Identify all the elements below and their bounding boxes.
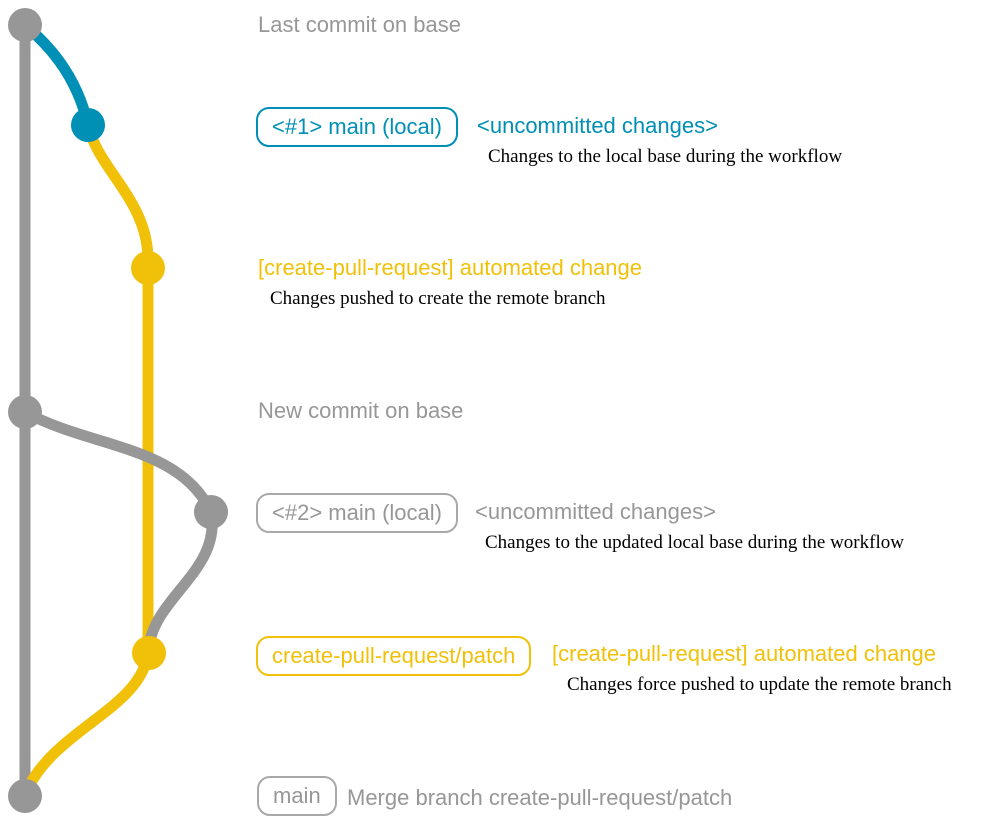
branch-line-main-local-1 <box>19 19 94 131</box>
annotation-note-automated-1: Changes pushed to create the remote bran… <box>270 288 606 309</box>
commit-dot-main-local-1 <box>71 108 105 142</box>
commit-message-uncommitted-1: <uncommitted changes> <box>477 113 718 138</box>
branch-line-main-local-2 <box>19 406 217 518</box>
commit-dot-patch-2 <box>132 636 166 670</box>
annotation-note-uncommitted-1: Changes to the local base during the wor… <box>488 146 843 167</box>
annotation-note-automated-2: Changes force pushed to update the remot… <box>567 674 952 695</box>
commit-dot-patch-1 <box>131 251 165 285</box>
branch-label-patch: create-pull-request/patch <box>256 636 532 676</box>
commit-message-automated-2: [create-pull-request] automated change <box>552 641 937 666</box>
commit-message-uncommitted-2: <uncommitted changes> <box>475 499 716 524</box>
commit-message-last-base: Last commit on base <box>258 12 461 37</box>
commit-dot-main-local-2 <box>194 495 228 529</box>
commit-message-automated-1: [create-pull-request] automated change <box>258 255 643 280</box>
commit-message-merge: Merge branch create-pull-request/patch <box>347 785 733 810</box>
branch-label-main-local-1: <#1> main (local) <box>256 107 458 147</box>
commit-message-new-base: New commit on base <box>258 398 464 423</box>
git-graph <box>8 8 228 813</box>
branch-line-merge <box>22 647 154 794</box>
commit-dot-new-base <box>8 395 42 429</box>
branch-line-patch <box>82 119 154 659</box>
commit-dot-last-base <box>8 8 42 42</box>
branch-label-main: main <box>257 776 337 816</box>
branch-line-rebase <box>143 506 218 654</box>
commit-dot-merge <box>8 779 42 813</box>
annotation-note-uncommitted-2: Changes to the updated local base during… <box>485 532 904 553</box>
branch-label-main-local-2: <#2> main (local) <box>256 493 458 533</box>
